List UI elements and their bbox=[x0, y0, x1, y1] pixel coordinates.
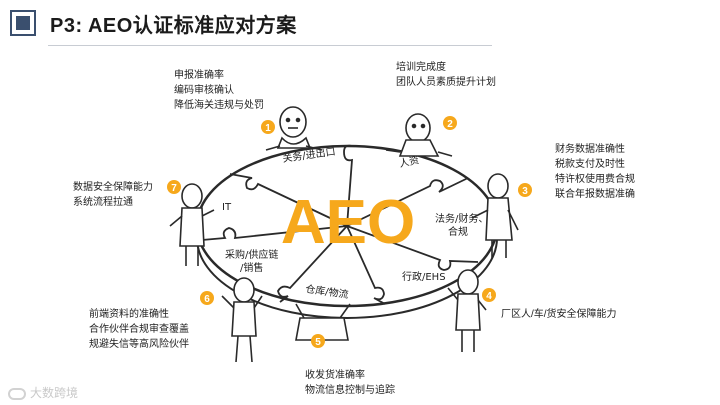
note-line: 物流信息控制与追踪 bbox=[305, 385, 395, 396]
number-badge-5-text: 5 bbox=[315, 337, 321, 348]
segment-label-it: IT bbox=[222, 202, 232, 213]
person-figure-2 bbox=[385, 113, 453, 157]
watermark-icon bbox=[8, 387, 26, 400]
note-line: 降低海关违规与处罚 bbox=[174, 100, 264, 111]
watermark-text: 大数跨境 bbox=[30, 386, 79, 400]
puzzle-divisions bbox=[201, 144, 479, 305]
title-square-icon bbox=[10, 10, 36, 36]
number-badge-4 bbox=[482, 288, 496, 302]
person-figure-5 bbox=[295, 303, 351, 341]
note-warehouse: 收发货准确率 物流信息控制与追踪 bbox=[305, 368, 395, 398]
note-line: 特许权使用费合规 bbox=[555, 174, 635, 185]
number-badge-1 bbox=[261, 120, 275, 134]
note-line: 规避失信等高风险伙伴 bbox=[89, 339, 189, 350]
note-line: 系统流程拉通 bbox=[73, 197, 133, 208]
note-finance: 财务数据准确性 税款支付及时性 特许权使用费合规 联合年报数据准确 bbox=[555, 142, 635, 202]
number-badge-3 bbox=[518, 183, 532, 197]
slide-header: P3: AEO认证标准应对方案 bbox=[0, 0, 720, 46]
number-badge-2 bbox=[443, 116, 457, 130]
title-divider bbox=[48, 45, 492, 46]
number-badge-6-text: 6 bbox=[204, 294, 210, 305]
note-line: 收发货准确率 bbox=[305, 370, 365, 381]
number-badge-3-text: 3 bbox=[522, 186, 528, 197]
number-badge-6 bbox=[200, 291, 214, 305]
people-figures bbox=[169, 106, 519, 363]
segment-label-legal-finance: 法务/财务、 bbox=[435, 212, 488, 225]
segment-label-admin-ehs: 行政/EHS bbox=[402, 270, 446, 283]
note-line: 联合年报数据准确 bbox=[555, 189, 635, 200]
number-badge-5 bbox=[311, 334, 325, 348]
number-badge-2-text: 2 bbox=[447, 119, 453, 130]
note-line: 财务数据准确性 bbox=[555, 144, 625, 155]
note-line: 数据安全保障能力 bbox=[73, 182, 153, 193]
aeo-center-text: AEO bbox=[281, 188, 415, 257]
number-badge-4-text: 4 bbox=[486, 291, 492, 302]
note-line: 厂区人/车/货安全保障能力 bbox=[501, 309, 617, 320]
note-line: 前端资料的准确性 bbox=[89, 309, 169, 320]
note-line: 税款支付及时性 bbox=[555, 159, 625, 170]
note-line: 编码审核确认 bbox=[174, 85, 234, 96]
number-badge-7-text: 7 bbox=[171, 183, 177, 194]
segment-label-procurement: 采购/供应链 bbox=[225, 248, 278, 261]
watermark-logo: 大数跨境 bbox=[8, 384, 78, 401]
note-line: 申报准确率 bbox=[174, 70, 224, 81]
note-procurement: 前端资料的准确性 合作伙伴合规审查覆盖 规避失信等高风险伙伴 bbox=[89, 307, 189, 352]
person-figure-6 bbox=[221, 277, 263, 363]
segment-label-sales: /销售 bbox=[240, 261, 263, 274]
person-figure-3 bbox=[471, 173, 519, 258]
note-it: 数据安全保障能力 系统流程拉通 bbox=[73, 180, 153, 210]
segment-label-hr: 人资 bbox=[398, 154, 420, 170]
note-line: 合作伙伴合规审查覆盖 bbox=[89, 324, 189, 335]
person-figure-4 bbox=[447, 269, 487, 352]
number-badge-7 bbox=[167, 180, 181, 194]
note-line: 培训完成度 bbox=[396, 62, 446, 73]
number-badge-1-text: 1 bbox=[265, 123, 271, 134]
person-figure-7 bbox=[169, 183, 215, 266]
slide-title: P3: AEO认证标准应对方案 bbox=[50, 15, 297, 37]
note-admin-ehs: 厂区人/车/货安全保障能力 bbox=[501, 307, 617, 322]
segment-label-compliance: 合规 bbox=[448, 225, 468, 238]
note-customs: 申报准确率 编码审核确认 降低海关违规与处罚 bbox=[174, 68, 264, 113]
person-figure-1 bbox=[265, 106, 323, 151]
note-line: 团队人员素质提升计划 bbox=[396, 77, 496, 88]
note-hr: 培训完成度 团队人员素质提升计划 bbox=[396, 60, 496, 90]
